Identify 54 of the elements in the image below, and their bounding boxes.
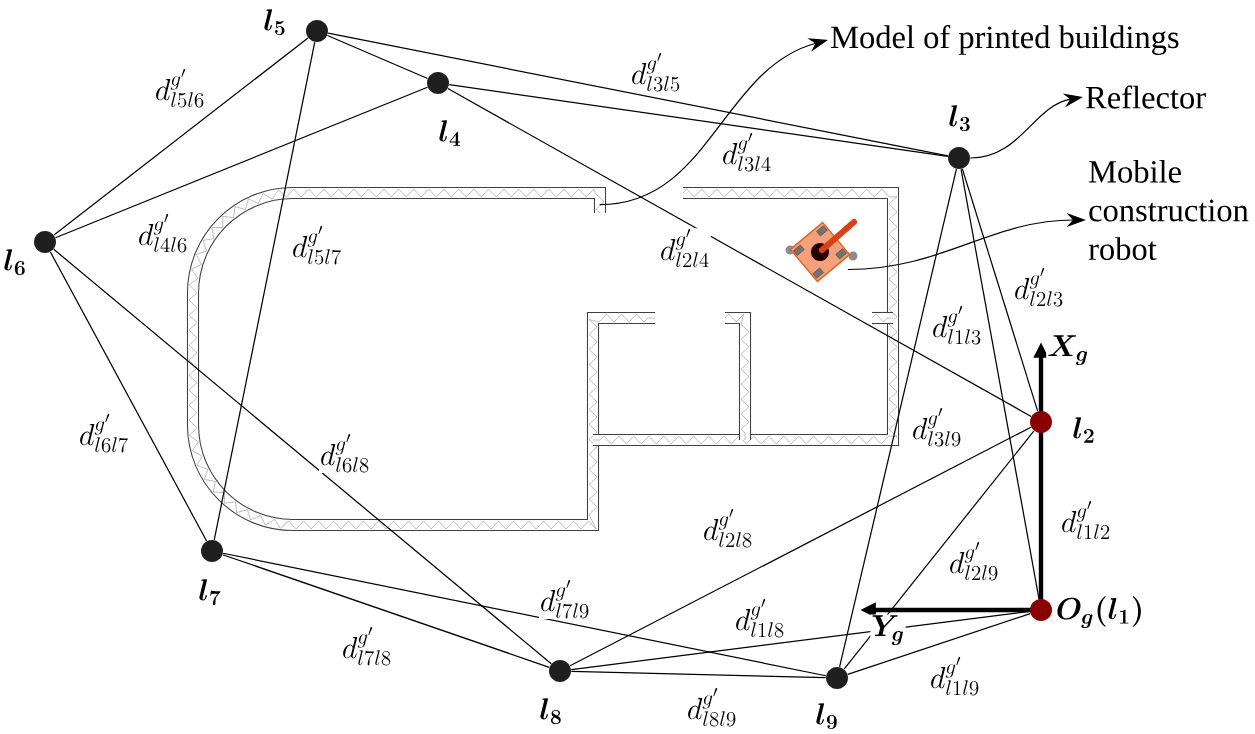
landmark-label: $l_{9}$ (816, 703, 837, 730)
edge-label: $d^{g'}_{l5l7}$ (291, 225, 343, 265)
distance-line (569, 426, 1032, 667)
landmark-label: $l_{2}$ (1073, 417, 1094, 443)
callout-text: Model of printed buildings (831, 25, 1179, 55)
distance-line (447, 87, 1032, 418)
edge-label: $d^{g'}_{l3l9}$ (911, 407, 963, 447)
edge-label: $d^{g'}_{l1l3}$ (931, 305, 983, 345)
callout-text: Reflector (1086, 85, 1206, 109)
distance-line (213, 41, 316, 541)
edge-label: $d^{g'}_{l8l9}$ (686, 687, 738, 727)
distance-line (54, 86, 429, 239)
robot-drawing (785, 218, 858, 283)
landmark-label: $O_{g}(l_{1})$ (1057, 596, 1141, 628)
edge-label: $d^{g'}_{l2l8}$ (702, 508, 754, 548)
distance-line (327, 32, 949, 157)
edge-label: $d^{g'}_{l1l9}$ (929, 656, 981, 696)
distance-line (222, 554, 550, 668)
callout-text: Mobile construction robot (1088, 159, 1249, 261)
landmark-label: $l_{3}$ (949, 105, 970, 132)
distance-line (843, 430, 1035, 670)
edge-label: $d^{g'}_{l2l4}$ (659, 228, 711, 268)
landmark-label: $l_{4}$ (439, 120, 461, 146)
distance-line (53, 37, 309, 236)
edge-label: $d^{g'}_{l2l9}$ (948, 541, 1000, 581)
edge-label: $d^{g'}_{l4l6}$ (137, 213, 189, 253)
edge-label: $d^{g'}_{l3l5}$ (630, 52, 682, 92)
distance-line (570, 610, 1031, 671)
edge-label: $d^{g'}_{l5l6}$ (154, 68, 206, 108)
distance-line (847, 613, 1031, 676)
axis-label: $X_{g}$ (1046, 334, 1090, 366)
distance-line (53, 248, 552, 665)
edge-label: $d^{g'}_{l6l8}$ (319, 433, 371, 473)
distance-line (222, 552, 827, 677)
distance-line (1040, 432, 1042, 600)
distance-line (961, 168, 1039, 412)
axis-label: $Y_{g}$ (870, 614, 906, 646)
edge-label: $d^{g'}_{l6l7}$ (78, 413, 130, 453)
distance-line (839, 168, 958, 668)
edge-label: $d^{g'}_{l2l3}$ (1013, 267, 1065, 307)
edge-label: $d^{g'}_{l7l9}$ (539, 579, 591, 619)
distance-line (49, 251, 208, 542)
distance-line (448, 84, 949, 157)
distance-line (960, 168, 1040, 600)
edge-label: $d^{g'}_{l7l8}$ (341, 626, 393, 666)
distance-line (326, 34, 429, 80)
distance-line (570, 670, 827, 679)
edge-label: $d^{g'}_{l3l4}$ (721, 132, 773, 172)
edge-label: $d^{g'}_{l1l8}$ (734, 598, 786, 638)
landmark-label: $l_{6}$ (4, 249, 25, 276)
landmark-label: $l_{7}$ (199, 579, 221, 606)
landmark-label: $l_{8}$ (540, 698, 561, 725)
edge-label: $d^{g'}_{l1l2}$ (1060, 500, 1112, 540)
landmark-label: $l_{5}$ (264, 9, 285, 36)
